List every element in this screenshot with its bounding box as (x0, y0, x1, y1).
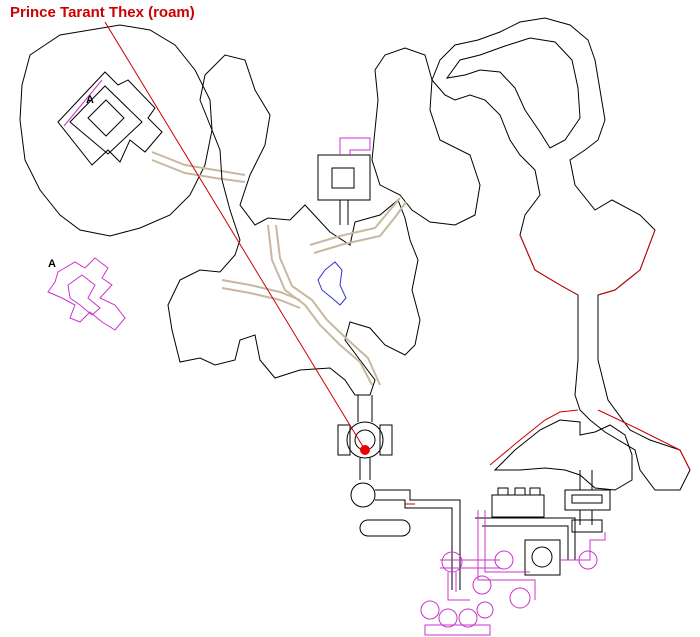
tunnel-central-east-b (313, 201, 407, 254)
lower-level-south-corridor (447, 572, 470, 601)
tunnel-central-north-b (275, 224, 381, 386)
water-pool (317, 261, 347, 306)
roam-line (104, 21, 366, 451)
tunnel-central-east (309, 197, 401, 246)
marker-a-upper: A (86, 94, 94, 106)
fortress-block-north-towers (497, 487, 541, 495)
lower-level-south-base (424, 624, 491, 636)
cavern-north-lobe (371, 47, 481, 226)
marker-a-lower: A (48, 258, 56, 270)
fortress-tower-east (564, 489, 611, 511)
castle-ruin-inner (69, 85, 143, 155)
boss-room-corridor-south (359, 458, 371, 480)
fortress-corridor-mid (475, 517, 576, 560)
boss-room-corridor-north (357, 395, 373, 422)
fortress-keep (524, 539, 561, 576)
passage-northeast (431, 17, 691, 491)
fortress-corridor-west (375, 489, 461, 590)
lower-room-d (509, 587, 531, 609)
fortress-tower-east-inner (571, 494, 603, 504)
fortress-keep-ring (531, 546, 553, 568)
fortress-tower-east-corridor (579, 470, 593, 525)
castle-ruin (57, 71, 163, 166)
lower-room-b (472, 575, 492, 595)
fortress-room-west (350, 482, 376, 508)
lower-room-south-4 (476, 601, 494, 619)
fortress-hall-west (359, 519, 411, 537)
boss-location-dot (360, 445, 370, 455)
tunnel-central-north (267, 224, 373, 386)
tunnel-castle-east (151, 151, 246, 176)
lower-room-a (441, 551, 463, 573)
north-building-ring (331, 167, 355, 189)
tunnel-castle-east-b (151, 159, 246, 183)
cavern-central (167, 54, 421, 396)
tunnel-central-west (221, 279, 301, 301)
north-building-stairs (339, 137, 371, 155)
courtyard-east (493, 419, 633, 491)
inset-castle-lower-inner (67, 274, 101, 316)
fortress-tower-east-lower (571, 519, 603, 533)
castle-ruin-keep (87, 99, 125, 137)
roam-boundary-lower (489, 409, 691, 471)
map-title: Prince Tarant Thex (roam) (10, 4, 195, 21)
boss-room-wing-east (379, 424, 393, 456)
roam-boundary-upper (519, 229, 656, 296)
lower-level-corridor (440, 510, 536, 600)
castle-ruin-stairs (63, 79, 103, 127)
cavern-northwest (19, 24, 213, 237)
boss-room (346, 421, 384, 459)
lower-room-south-3 (458, 608, 478, 628)
north-building (317, 154, 371, 201)
passage-northeast-inner (445, 37, 581, 149)
north-building-corridor (339, 200, 349, 225)
lower-room-c (494, 550, 514, 570)
lower-room-south-2 (438, 608, 458, 628)
tunnel-central-west-b (221, 287, 301, 309)
lower-room-south-1 (420, 600, 440, 620)
inset-castle-lower (47, 257, 126, 331)
boss-room-wing-west (337, 424, 351, 456)
lower-level-east (560, 532, 606, 561)
fortress-block-north (491, 494, 545, 518)
